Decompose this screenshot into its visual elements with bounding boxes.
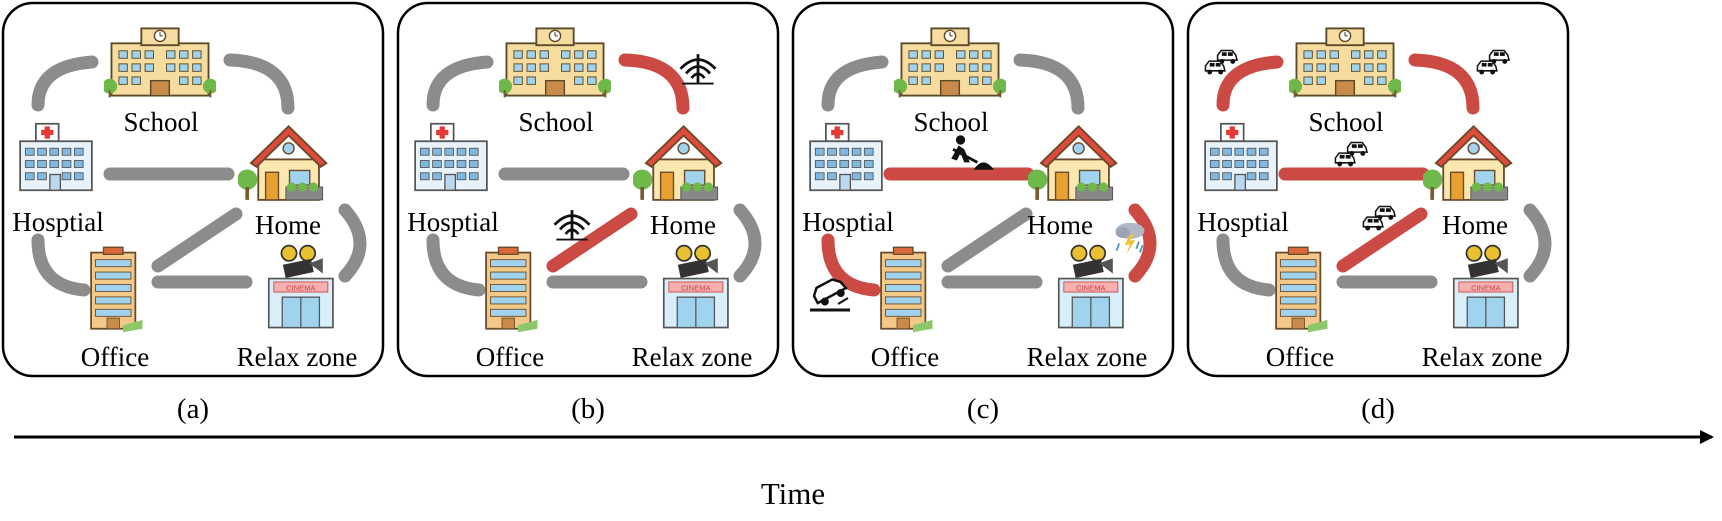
school-label: School [518,107,593,137]
road-hospital-school [1216,55,1284,112]
office-icon [880,246,934,334]
road-office-home [546,207,638,273]
home-label: Home [650,210,716,240]
office-icon [485,246,539,334]
panel-b: School Hosptial Home Office Relax zone (… [396,1,780,425]
road-home-relax [338,203,367,283]
road-school-home [1408,53,1480,115]
panel-caption: (c) [967,393,999,425]
road-home-relax [1523,203,1552,283]
hospital-label: Hosptial [12,207,104,237]
road-office-home [151,207,243,273]
office-label: Office [476,342,544,372]
hospital-label: Hosptial [802,207,894,237]
road-home-relax [733,203,762,283]
office-label: Office [871,342,939,372]
time-axis-label: Time [761,476,825,511]
panel-d: School Hosptial Home Office Relax zone (… [1186,1,1570,425]
road-hospital-school [31,55,99,112]
road-office-home [941,207,1033,273]
road-hospital-school [426,55,494,112]
office-label: Office [81,342,149,372]
home-label: Home [255,210,321,240]
road-hospital-office [1216,233,1276,297]
road-hospital-school [821,55,889,112]
panel-caption: (b) [571,393,605,425]
relax-zone-label: Relax zone [1027,342,1148,372]
road-school-home [223,53,295,115]
office-icon [1275,246,1329,334]
home-label: Home [1027,210,1093,240]
road-hospital-office [31,233,91,297]
road-hospital-office [821,233,881,297]
panel-caption: (d) [1361,393,1395,425]
hospital-label: Hosptial [1197,207,1289,237]
road-office-home [1336,207,1428,273]
relax-zone-label: Relax zone [632,342,753,372]
road-hospital-office [426,233,486,297]
road-home-relax [1128,203,1157,283]
office-icon [90,246,144,334]
relax-zone-label: Relax zone [237,342,358,372]
home-label: Home [1442,210,1508,240]
road-school-home [618,53,690,115]
office-label: Office [1266,342,1334,372]
school-label: School [1308,107,1383,137]
hospital-label: Hosptial [407,207,499,237]
road-school-home [1013,53,1085,115]
panel-c: School Hosptial Home Office Relax zone (… [791,1,1175,425]
panel-caption: (a) [177,393,209,425]
school-label: School [123,107,198,137]
relax-zone-label: Relax zone [1422,342,1543,372]
school-label: School [913,107,988,137]
panel-a: School Hosptial Home Office Relax zone (… [1,1,385,425]
